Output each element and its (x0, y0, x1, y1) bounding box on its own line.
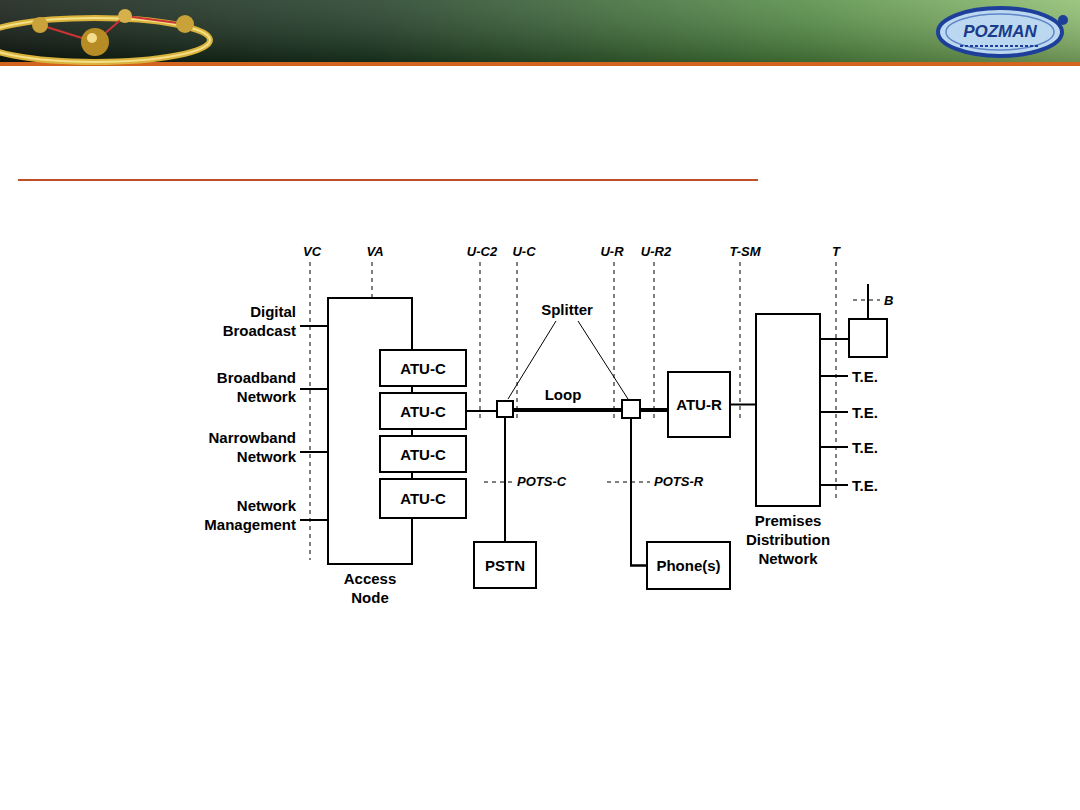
node-label: PSTN (485, 556, 525, 575)
splitter-symbol (622, 400, 640, 418)
node-label: Phone(s) (656, 556, 720, 575)
logo-text: POZMAN (958, 22, 1042, 41)
terminal-label: T.E. (852, 438, 902, 457)
reference-point: U-C (494, 242, 554, 261)
network-label: Broadband Network (186, 368, 296, 406)
splitter-symbol (497, 401, 513, 417)
reference-point: U-R (582, 242, 642, 261)
interface-label: POTS-C (517, 472, 587, 491)
atu-r-box: ATU-R (667, 371, 731, 438)
atu-c-box: ATU-C (379, 392, 467, 430)
node-label: ATU-C (400, 489, 446, 508)
reference-point: T-SM (715, 242, 775, 261)
wire-connector (505, 409, 667, 541)
network-label: Network Management (186, 496, 296, 534)
node-label: ATU-C (400, 359, 446, 378)
premises-network-box: Premises Distribution Network (755, 313, 821, 507)
terminal-label: T.E. (852, 403, 902, 422)
atu-c-box: ATU-C (379, 435, 467, 473)
node-label: Premises Distribution Network (736, 511, 840, 568)
loop-label: Loop (538, 385, 588, 404)
reference-point: VA (345, 242, 405, 261)
atu-c-box: ATU-C (379, 478, 467, 519)
terminal-label: T.E. (852, 476, 902, 495)
reference-point: U-R2 (626, 242, 686, 261)
reference-point: B (884, 291, 914, 310)
reference-point: VC (282, 242, 342, 261)
interface-label: POTS-R (654, 472, 724, 491)
node-label: ATU-C (400, 445, 446, 464)
atu-c-box: ATU-C (379, 349, 467, 387)
node-label: ATU-R (676, 395, 722, 414)
node-label: Access Node (334, 569, 406, 607)
reference-point: U-C2 (452, 242, 512, 261)
pstn-box: PSTN (473, 541, 537, 589)
wire-connector (731, 404, 755, 406)
access-node: Access NodeATU-CATU-CATU-CATU-C (327, 297, 413, 565)
network-label: Narrowband Network (186, 428, 296, 466)
reference-point: T (806, 242, 866, 261)
terminal-label: T.E. (852, 367, 902, 386)
phone-box: Phone(s) (646, 541, 731, 590)
splitter-label: Splitter (532, 300, 602, 319)
node-label: ATU-C (400, 402, 446, 421)
network-label: Digital Broadcast (186, 302, 296, 340)
